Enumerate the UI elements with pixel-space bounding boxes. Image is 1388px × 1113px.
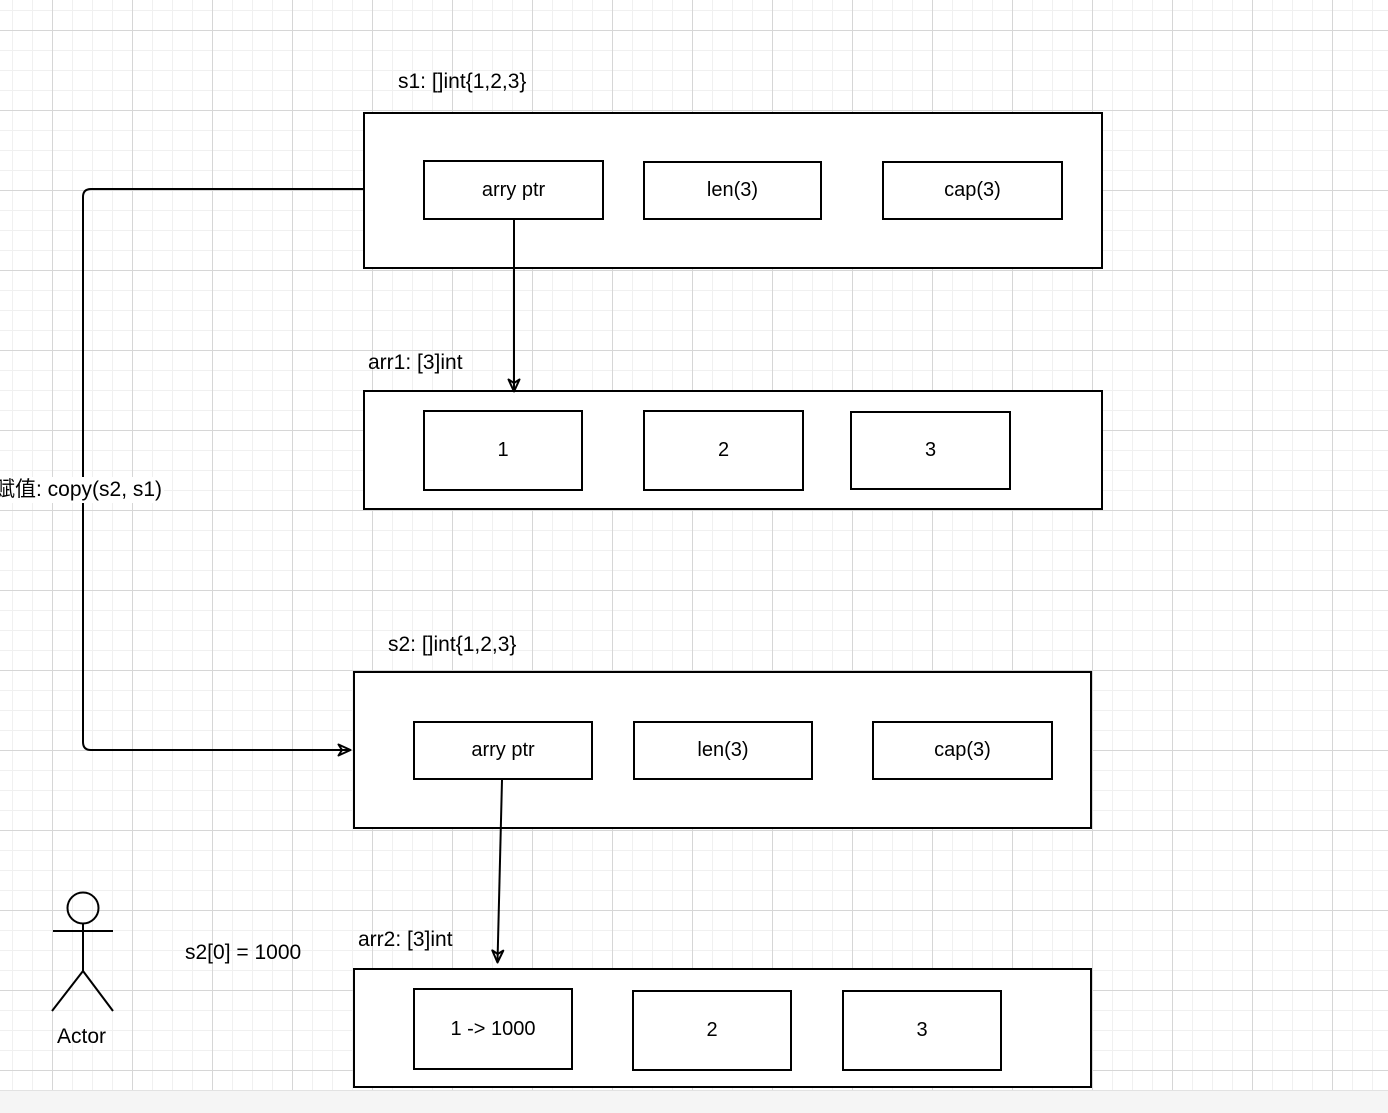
- actor-right-leg: [82, 970, 114, 1012]
- assignment-label[interactable]: s2[0] = 1000: [185, 941, 302, 964]
- s2-ptr-arrow[interactable]: [491, 779, 505, 964]
- page-margin-area: [0, 1090, 1388, 1113]
- arr1-cell-1[interactable]: 2: [643, 410, 804, 491]
- s1-struct-box[interactable]: arry ptr len(3) cap(3): [363, 112, 1103, 269]
- arr1-array-box[interactable]: 1 2 3: [363, 390, 1103, 510]
- arr2-title-label[interactable]: arr2: [3]int: [358, 928, 453, 951]
- s1-title-label[interactable]: s1: []int{1,2,3}: [398, 70, 527, 93]
- actor-label[interactable]: Actor: [57, 1025, 107, 1048]
- copy-edge-label[interactable]: 赋值: copy(s2, s1): [0, 477, 165, 503]
- s1-field-arry-ptr[interactable]: arry ptr: [423, 160, 604, 220]
- arr1-title-label[interactable]: arr1: [3]int: [368, 351, 463, 374]
- arr2-cell-0[interactable]: 1 -> 1000: [413, 988, 573, 1070]
- actor-head: [66, 891, 100, 925]
- arr2-cell-2[interactable]: 3: [842, 990, 1002, 1071]
- s2-title-label[interactable]: s2: []int{1,2,3}: [388, 633, 517, 656]
- arr2-cell-1[interactable]: 2: [632, 990, 792, 1071]
- arr1-cell-2[interactable]: 3: [850, 411, 1011, 490]
- actor-figure[interactable]: [51, 891, 114, 1012]
- copy-edge-arrow[interactable]: [82, 188, 363, 757]
- s2-field-len[interactable]: len(3): [633, 721, 813, 780]
- diagram-canvas: s1: []int{1,2,3} arry ptr len(3) cap(3) …: [0, 0, 1388, 1090]
- s2-struct-box[interactable]: arry ptr len(3) cap(3): [353, 671, 1092, 829]
- s2-field-arry-ptr[interactable]: arry ptr: [413, 721, 593, 780]
- arr2-array-box[interactable]: 1 -> 1000 2 3: [353, 968, 1092, 1088]
- arr1-cell-0[interactable]: 1: [423, 410, 583, 491]
- actor-left-leg: [51, 970, 84, 1012]
- s1-field-cap[interactable]: cap(3): [882, 161, 1063, 220]
- s2-field-cap[interactable]: cap(3): [872, 721, 1053, 780]
- s1-field-len[interactable]: len(3): [643, 161, 822, 220]
